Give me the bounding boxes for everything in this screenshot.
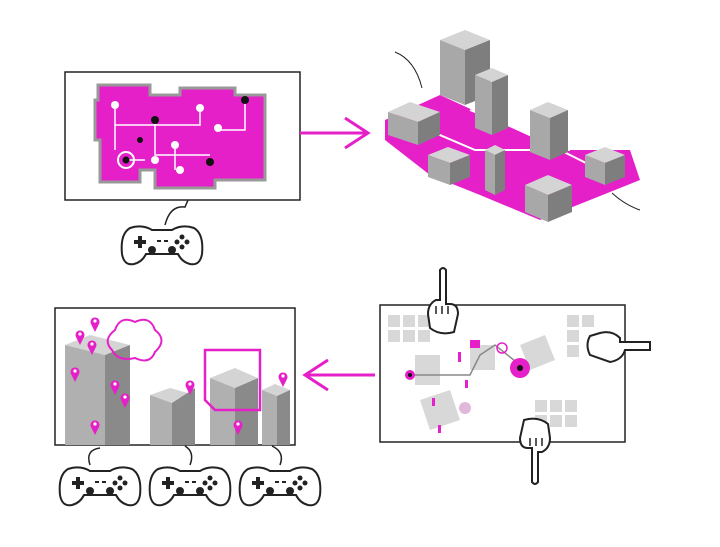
isometric-city	[385, 30, 641, 222]
gamepad-cable	[184, 445, 193, 466]
pointing-hand-icon	[427, 267, 459, 335]
level-map-panel	[64, 71, 301, 201]
gamepad-cable	[271, 445, 283, 466]
touch-table-panel	[379, 304, 626, 443]
gamepad-icon	[238, 466, 322, 507]
gamepad-cable	[88, 447, 101, 466]
pointing-hand-icon	[586, 331, 651, 364]
gamepad-icon	[148, 466, 232, 507]
gamepad-icon	[58, 466, 142, 507]
gamepad-icon	[120, 225, 204, 266]
arrow-left-icon	[302, 358, 375, 392]
arrow-right-icon	[300, 116, 371, 150]
annotated-city-panel	[54, 307, 296, 446]
gamepad-cable	[164, 199, 189, 226]
pointing-hand-icon	[519, 417, 551, 485]
